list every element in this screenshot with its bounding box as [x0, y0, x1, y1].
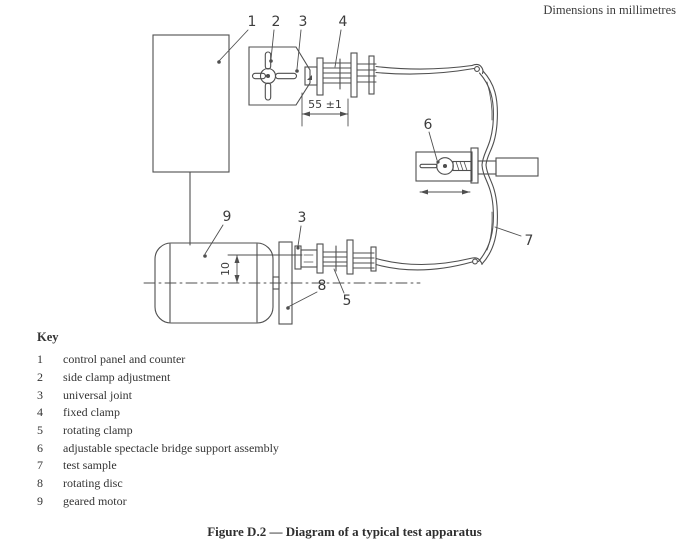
apparatus-diagram: 1 2 3 4 6 7 9 3 8 5 55 ±1 10 — [143, 14, 539, 325]
key-item: 6 adjustable spectacle bridge support ass… — [37, 439, 279, 457]
callout-rotating-clamp: 5 — [343, 293, 352, 309]
test-sample-frame-front — [477, 70, 498, 265]
dimension-55 — [301, 92, 349, 127]
control-panel-outline — [152, 34, 230, 173]
handwheel-icon — [251, 51, 298, 101]
key-item: 4 fixed clamp — [37, 404, 279, 422]
key-item: 5 rotating clamp — [37, 422, 279, 440]
dimension-10 — [227, 254, 303, 284]
callout-universal-joint-bottom: 3 — [298, 210, 307, 226]
dimensions-note: Dimensions in millimetres — [543, 3, 676, 17]
key-item-num: 3 — [37, 387, 43, 402]
key-item-num: 6 — [37, 440, 43, 455]
key-item-label: rotating disc — [63, 476, 123, 491]
key-item-num: 7 — [37, 458, 43, 473]
key-item-num: 2 — [37, 370, 43, 385]
key-item: 2 side clamp adjustment — [37, 369, 279, 387]
adjustment-arrow-icon — [419, 189, 471, 195]
key-item-label: geared motor — [63, 493, 127, 508]
key-item: 1 control panel and counter — [37, 351, 279, 369]
callout-universal-joint-top: 3 — [299, 14, 308, 30]
key-item: 8 rotating disc — [37, 475, 279, 493]
callout-side-clamp: 2 — [272, 14, 281, 30]
callout-rotating-disc: 8 — [318, 278, 327, 294]
key-item-num: 9 — [37, 493, 43, 508]
dimension-55-text: 55 ±1 — [308, 98, 342, 111]
universal-joint-top — [304, 66, 318, 86]
key-item: 3 universal joint — [37, 386, 279, 404]
rotating-disc-outline — [278, 241, 293, 325]
key-item: 9 geared motor — [37, 493, 279, 511]
key-item-label: rotating clamp — [63, 423, 133, 438]
key-item-num: 1 — [37, 352, 43, 367]
test-sample-top-side — [375, 63, 484, 75]
figure-caption: Figure D.2 — Diagram of a typical test a… — [207, 524, 482, 539]
callout-fixed-clamp: 4 — [339, 14, 348, 30]
callout-test-sample: 7 — [525, 233, 534, 249]
key-item-num: 8 — [37, 476, 43, 491]
key-item-label: adjustable spectacle bridge support asse… — [63, 440, 279, 455]
leader-lines — [203, 29, 522, 310]
dimension-10-text: 10 — [219, 262, 232, 276]
key-item-label: test sample — [63, 458, 117, 473]
key-item: 7 test sample — [37, 457, 279, 475]
key-item-num: 5 — [37, 423, 43, 438]
rotating-clamp — [316, 239, 377, 275]
side-clamp-body — [248, 46, 311, 106]
key-legend: Key 1 control panel and counter 2 side cla… — [37, 330, 279, 510]
callout-bridge-support: 6 — [424, 117, 433, 133]
key-item-label: side clamp adjustment — [63, 370, 171, 385]
key-item-label: universal joint — [63, 387, 132, 402]
key-item-num: 4 — [37, 405, 43, 420]
fixed-clamp — [316, 52, 377, 98]
bridge-support-assembly — [415, 147, 539, 184]
key-heading: Key — [37, 330, 59, 344]
test-sample-bottom-side — [375, 257, 483, 271]
key-item-label: control panel and counter — [63, 352, 186, 367]
callout-control-panel: 1 — [248, 14, 257, 30]
key-item-label: fixed clamp — [63, 405, 120, 420]
callout-geared-motor: 9 — [223, 209, 232, 225]
